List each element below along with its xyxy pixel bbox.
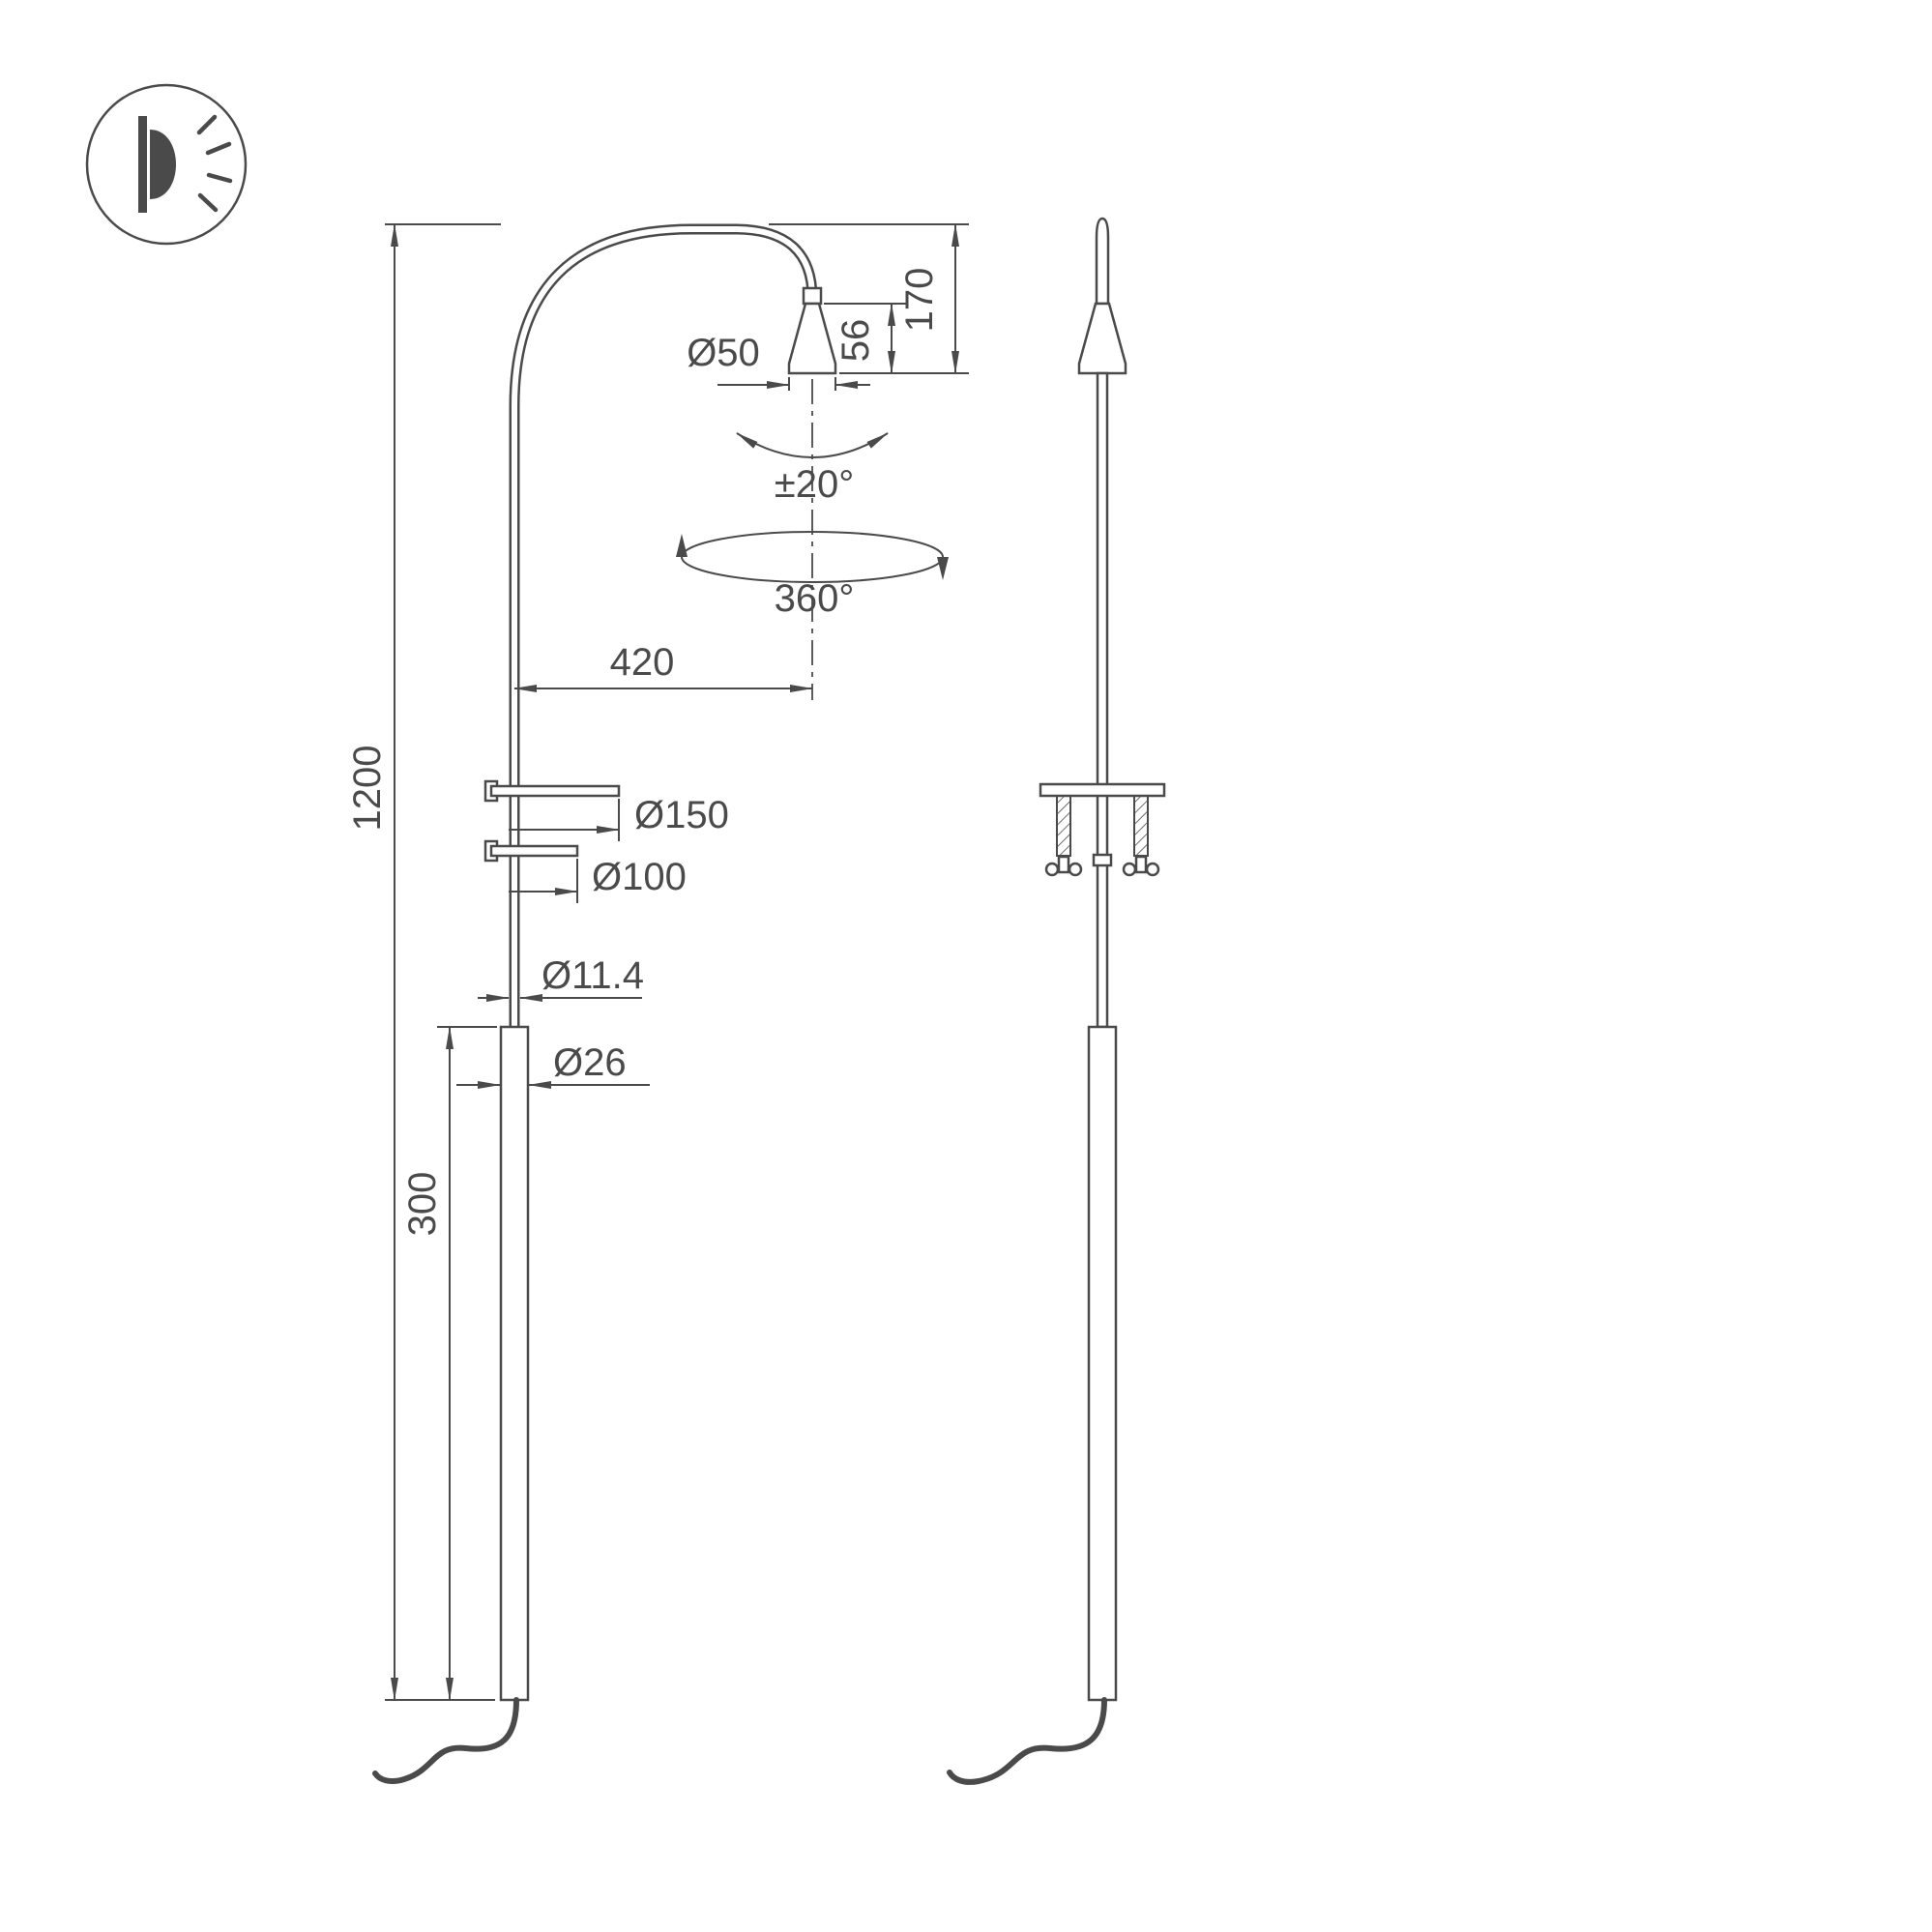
side-base-tube bbox=[1087, 1025, 1118, 1702]
side-bolt-right bbox=[1133, 795, 1149, 857]
side-wing-nut-right bbox=[1122, 855, 1160, 877]
front-lamp-head bbox=[787, 302, 837, 375]
front-view bbox=[372, 223, 837, 1785]
dim-label-base-height: 300 bbox=[401, 1172, 444, 1237]
dim-label-head-diameter: Ø50 bbox=[687, 332, 760, 374]
dim-label-rotation-range: 360° bbox=[775, 577, 855, 620]
side-view bbox=[947, 217, 1166, 1785]
dim-label-base-diameter: Ø26 bbox=[553, 1041, 627, 1084]
icon-light-rays bbox=[196, 114, 233, 213]
front-base-tube bbox=[499, 1025, 530, 1702]
side-pole-clamp bbox=[1092, 853, 1113, 867]
front-head-collar bbox=[802, 286, 823, 306]
side-bolt-left bbox=[1056, 795, 1071, 857]
wall-light-icon bbox=[85, 83, 248, 246]
front-flange-large bbox=[489, 784, 621, 798]
dim-label-head-height: 56 bbox=[834, 319, 877, 363]
icon-lamp-body bbox=[150, 130, 176, 199]
front-flange-small bbox=[489, 844, 579, 858]
dim-label-head-drop: 170 bbox=[898, 268, 941, 333]
side-arm-tip bbox=[1095, 217, 1110, 306]
dim-label-flange-small: Ø100 bbox=[592, 856, 687, 898]
front-power-cable bbox=[372, 1697, 519, 1785]
front-pole-arm-fill bbox=[512, 226, 815, 1031]
side-lamp-head bbox=[1077, 302, 1127, 375]
dim-label-pole-diameter: Ø11.4 bbox=[542, 954, 644, 997]
front-pole-arm-outline bbox=[509, 223, 818, 1031]
icon-circle bbox=[85, 83, 248, 246]
side-pole bbox=[1096, 371, 1109, 1029]
rotation-arrow-right bbox=[937, 557, 949, 580]
icon-wall-bar bbox=[138, 116, 147, 213]
dimensions-front: 1200 300 420 170 56 Ø50 ±20° 360° bbox=[346, 223, 969, 1701]
dim-label-total-height: 1200 bbox=[346, 746, 389, 832]
side-wing-nut-left bbox=[1044, 855, 1083, 877]
rotation-arrow-left bbox=[676, 534, 688, 557]
side-bracket-plate bbox=[1039, 782, 1166, 798]
tilt-arc bbox=[736, 432, 889, 458]
side-power-cable bbox=[947, 1697, 1107, 1785]
dim-label-tilt-range: ±20° bbox=[775, 463, 854, 506]
dim-label-flange-large: Ø150 bbox=[634, 794, 729, 836]
dim-label-arm-offset: 420 bbox=[610, 641, 675, 684]
